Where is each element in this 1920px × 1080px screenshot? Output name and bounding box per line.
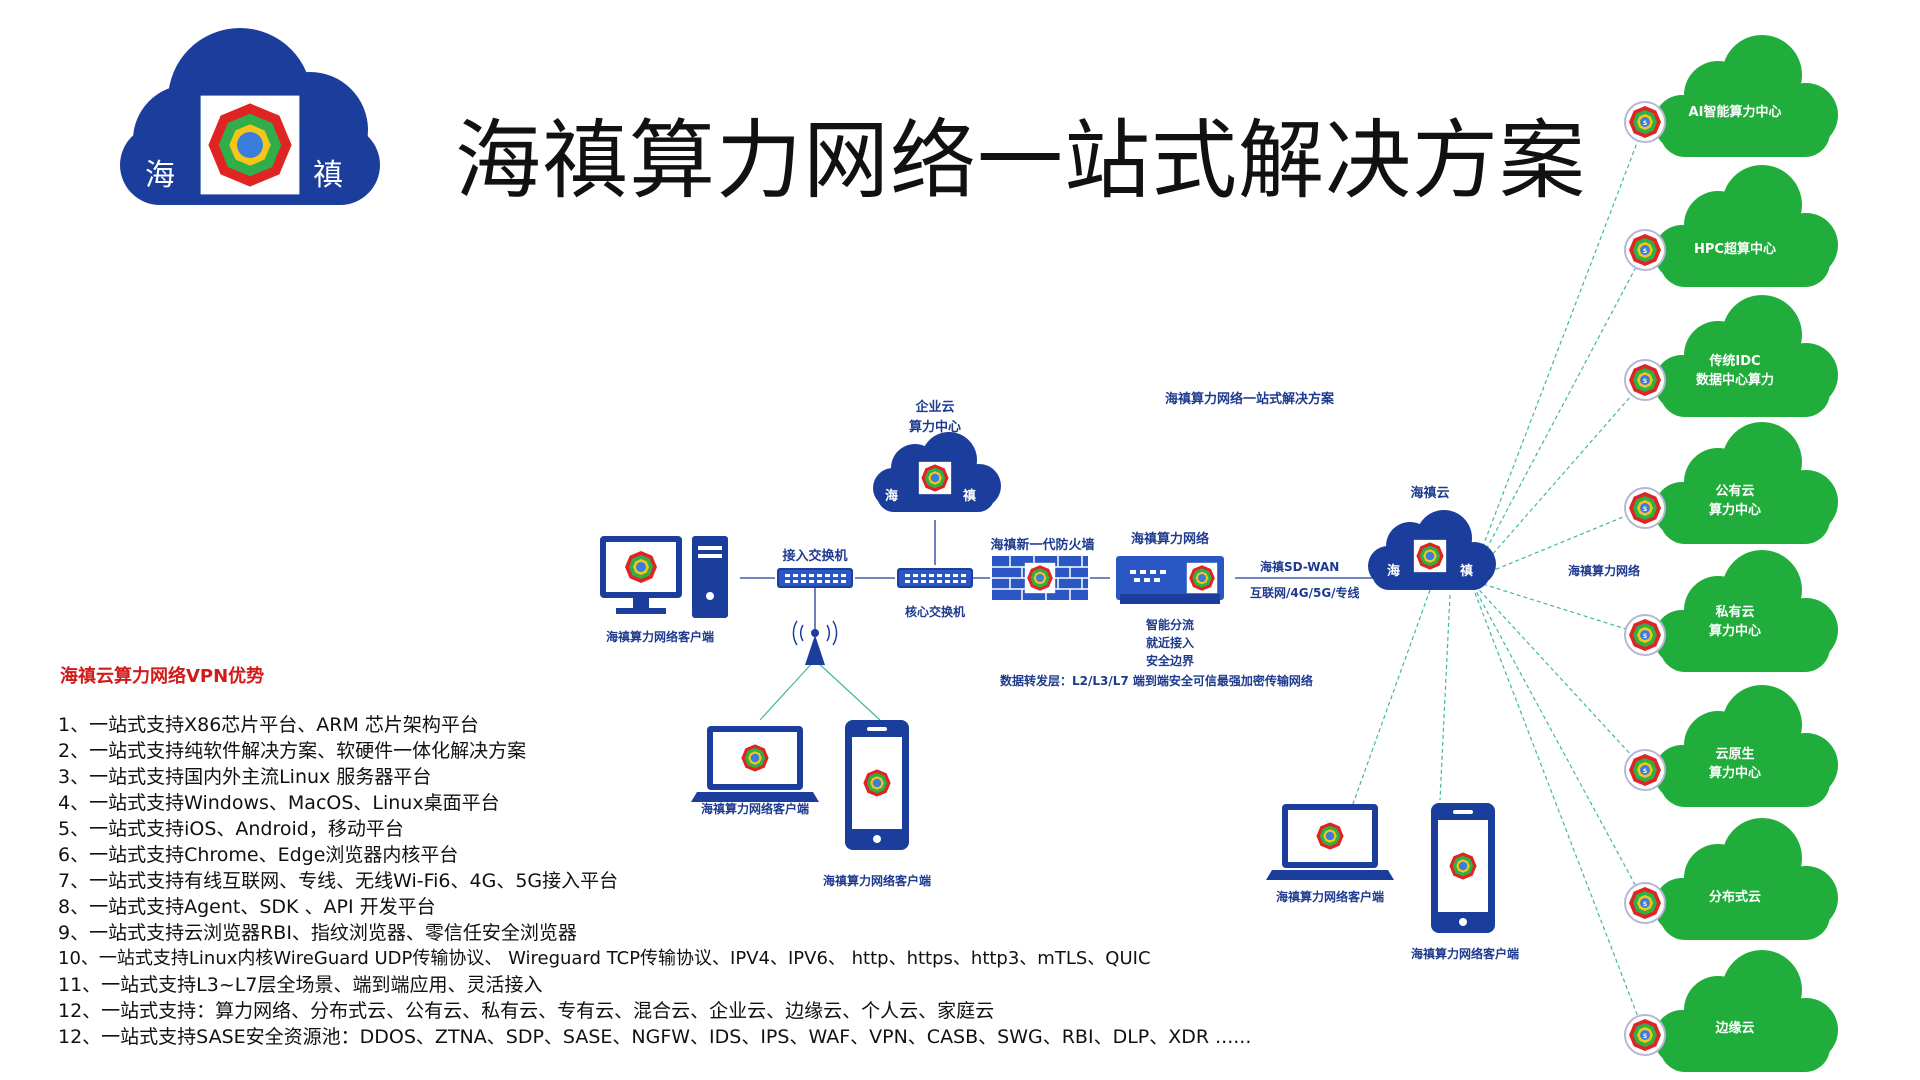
list-item: 5、一站式支持iOS、Android，移动平台 xyxy=(58,818,404,840)
client-label-desktop: 海禛算力网络客户端 xyxy=(605,630,714,644)
device-feature-1: 智能分流 xyxy=(1145,618,1194,632)
list-item: 11、一站式支持L3~L7层全场景、端到端应用、灵活接入 xyxy=(58,974,543,996)
list-item: 12、一站式支持SASE安全资源池：DDOS、ZTNA、SDP、SASE、NGF… xyxy=(58,1026,1252,1048)
access-switch-label: 接入交换机 xyxy=(782,549,848,564)
access-switch-icon xyxy=(777,568,853,588)
network-lines xyxy=(740,520,1380,630)
list-item: 7、一站式支持有线互联网、专线、无线Wi-Fi6、4G、5G接入平台 xyxy=(58,870,619,892)
list-item: 4、一站式支持Windows、MacOS、Linux桌面平台 xyxy=(58,792,500,814)
compute-center-label: HPC超算中心 xyxy=(1694,242,1776,257)
compute-center-label: 边缘云 xyxy=(1715,1021,1755,1036)
compute-center-label: AI智能算力中心 xyxy=(1688,105,1782,120)
compute-network-label: 海禛算力网络 xyxy=(1568,564,1641,578)
firewall-label: 海禛新一代防火墙 xyxy=(990,538,1095,553)
compute-center-label: 数据中心算力 xyxy=(1695,373,1774,388)
client-label-laptop: 海禛算力网络客户端 xyxy=(700,802,809,816)
compute-center-label: 公有云 xyxy=(1715,484,1755,499)
advantages-title: 海禛云算力网络VPN优势 xyxy=(60,666,265,687)
green-cloud-icon xyxy=(1654,35,1838,157)
green-cloud-icon xyxy=(1654,950,1838,1072)
links-label: 互联网/4G/5G/专线 xyxy=(1250,586,1360,600)
haizhen-cloud-label: 海禛云 xyxy=(1410,486,1450,501)
enterprise-cloud-label-2: 算力中心 xyxy=(908,420,961,435)
laptop-icon xyxy=(1266,804,1394,880)
haizhen-cloud-char-right: 禛 xyxy=(1460,564,1474,579)
device-feature-3: 安全边界 xyxy=(1145,654,1194,668)
compute-center-label: 传统IDC xyxy=(1709,354,1761,369)
wireless-ap-icon xyxy=(792,620,838,665)
compute-center-label: 云原生 xyxy=(1715,747,1755,762)
list-item: 6、一站式支持Chrome、Edge浏览器内核平台 xyxy=(58,844,459,866)
compute-center-label: 算力中心 xyxy=(1708,766,1761,781)
list-item: 3、一站式支持国内外主流Linux 服务器平台 xyxy=(58,766,432,788)
list-item: 12、一站式支持：算力网络、分布式云、公有云、私有云、专有云、混合云、企业云、边… xyxy=(58,1000,995,1022)
green-cloud-icon xyxy=(1654,165,1838,287)
center-caption: 海禛算力网络一站式解决方案 xyxy=(1165,392,1335,407)
compute-center-label: 私有云 xyxy=(1715,605,1755,620)
logo-char-right: 禛 xyxy=(313,158,343,193)
core-switch-label: 核心交换机 xyxy=(904,605,965,619)
enterprise-cloud-char-right: 禛 xyxy=(963,489,977,504)
page-title: 海禛算力网络一站式解决方案 xyxy=(455,111,1586,211)
forwarding-layer-label: 数据转发层：L2/L3/L7 端到端安全可信最强加密传输网络 xyxy=(1000,674,1313,688)
cloud-links xyxy=(1339,121,1646,1036)
list-item: 10、一站式支持Linux内核WireGuard UDP传输协议、 Wiregu… xyxy=(58,948,1151,969)
client-label-laptop-2: 海禛算力网络客户端 xyxy=(1275,890,1384,904)
sdwan-label: 海禛SD-WAN xyxy=(1260,560,1340,574)
logo-char-left: 海 xyxy=(145,158,175,193)
network-device-icon xyxy=(1116,556,1224,604)
enterprise-cloud-char-left: 海 xyxy=(885,489,899,504)
core-switch-icon xyxy=(897,568,973,588)
green-cloud-icon xyxy=(1654,818,1838,940)
device-feature-2: 就近接入 xyxy=(1145,636,1194,650)
list-item: 8、一站式支持Agent、SDK 、API 开发平台 xyxy=(58,896,436,918)
list-item: 2、一站式支持纯软件解决方案、软硬件一体化解决方案 xyxy=(58,740,527,762)
list-item: 9、一站式支持云浏览器RBI、指纹浏览器、零信任安全浏览器 xyxy=(58,922,577,944)
network-device-label: 海禛算力网络 xyxy=(1130,532,1209,547)
enterprise-cloud-label-1: 企业云 xyxy=(915,400,955,415)
advantages-list: 1、一站式支持X86芯片平台、ARM 芯片架构平台 2、一站式支持纯软件解决方案… xyxy=(58,712,1251,1050)
firewall-icon xyxy=(992,556,1088,600)
list-item: 1、一站式支持X86芯片平台、ARM 芯片架构平台 xyxy=(58,714,479,736)
mobile-phone-icon xyxy=(1431,803,1495,933)
compute-center-label: 算力中心 xyxy=(1708,503,1761,518)
compute-center-label: 算力中心 xyxy=(1708,624,1761,639)
desktop-pc-icon xyxy=(600,536,728,618)
compute-center-label: 分布式云 xyxy=(1708,890,1761,905)
haizhen-logo-icon xyxy=(120,28,380,205)
haizhen-cloud-char-left: 海 xyxy=(1387,564,1401,579)
client-label-phone: 海禛算力网络客户端 xyxy=(822,874,931,888)
client-label-phone-2: 海禛算力网络客户端 xyxy=(1410,947,1519,961)
